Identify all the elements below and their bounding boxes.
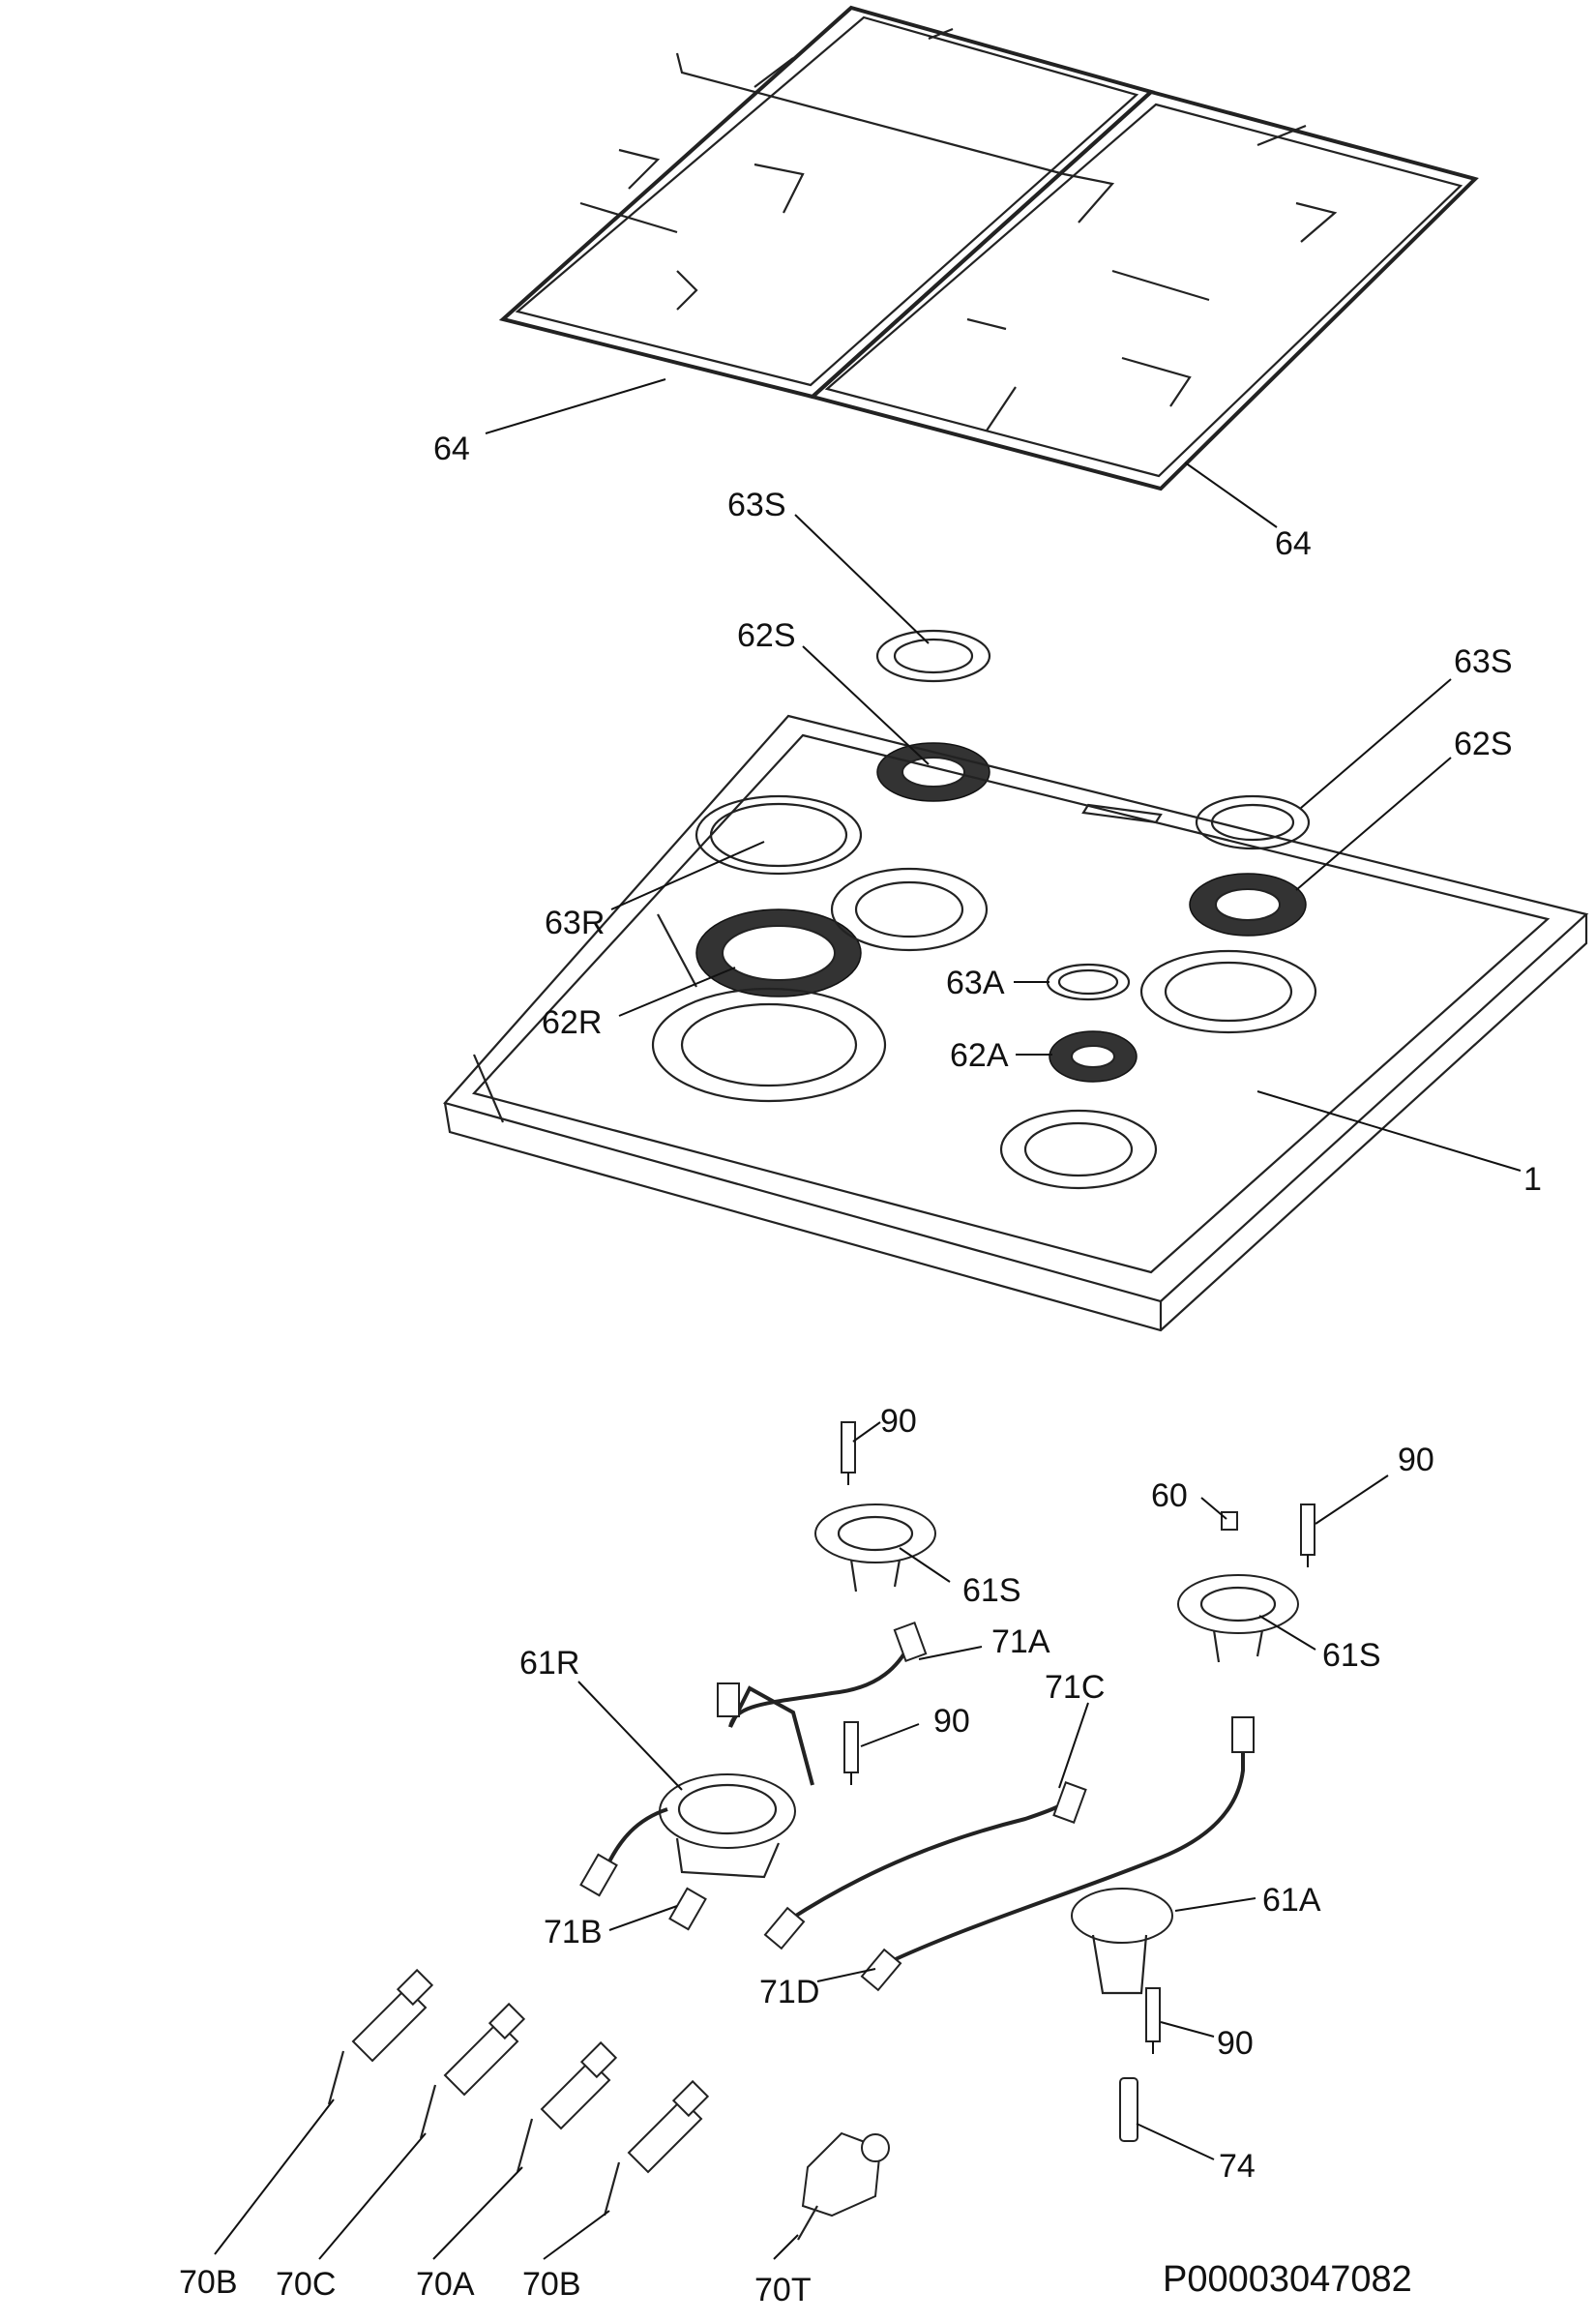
callout-burner-62a: 62A: [950, 1037, 1009, 1074]
burner-62s-right: [1189, 873, 1307, 937]
callout-pan-support-right: 64: [1275, 525, 1312, 562]
callout-base-61s-right: 61S: [1322, 1637, 1381, 1674]
cap-63r: [695, 794, 863, 876]
callout-base-61s-top: 61S: [962, 1572, 1021, 1609]
callout-valve-70b-2: 70B: [522, 2266, 581, 2303]
callout-thermocouple-low: 90: [1217, 2025, 1254, 2062]
nut-60: [1221, 1511, 1238, 1531]
callout-thermocouple-right: 90: [1398, 1442, 1434, 1478]
pipe-71d: [860, 1716, 1255, 1992]
leader-lines: [214, 378, 1522, 2260]
callout-pan-support-left: 64: [433, 431, 470, 467]
callout-pipe-71a: 71A: [991, 1623, 1050, 1660]
burner-base-61s-right: [1177, 1574, 1299, 1663]
callout-cap-63s-right: 63S: [1454, 643, 1513, 680]
callout-cap-63r: 63R: [545, 905, 605, 941]
thermocouple-right: [1300, 1503, 1315, 1567]
part-74: [1119, 2077, 1138, 2142]
burner-base-61r: [659, 1773, 796, 1879]
callout-burner-62r: 62R: [542, 1004, 602, 1041]
callout-valve-70a: 70A: [416, 2266, 475, 2303]
valve-70c: [419, 2002, 526, 2139]
callout-base-61a: 61A: [1262, 1882, 1321, 1919]
callout-cap-63s-top: 63S: [727, 487, 786, 523]
pipe-71a: [728, 1621, 928, 1728]
callout-burner-62s-top: 62S: [737, 617, 796, 654]
burner-62a: [1049, 1030, 1138, 1083]
valve-70b-1: [327, 1968, 434, 2105]
thermocouple-low: [1145, 1987, 1161, 2054]
pipe-71a-feed: [717, 1682, 814, 1786]
valve-70t: [797, 2131, 890, 2241]
cap-63s-top: [875, 629, 991, 683]
callout-valve-70c: 70C: [276, 2266, 336, 2303]
thermocouple-top: [841, 1421, 856, 1485]
callout-cap-63a: 63A: [946, 965, 1005, 1001]
pan-support-left: [498, 5, 1156, 400]
burner-base-61s-top: [814, 1503, 936, 1593]
callout-valve-70b-1: 70B: [179, 2264, 238, 2301]
pipe-71b: [579, 1807, 707, 1931]
callout-pipe-71d: 71D: [759, 1974, 819, 2010]
thermocouple-mid: [843, 1721, 859, 1785]
burner-62s-top: [876, 742, 990, 802]
valve-70b-2: [603, 2079, 710, 2217]
callout-burner-62s-right: 62S: [1454, 726, 1513, 762]
callout-thermocouple-top: 90: [880, 1403, 917, 1440]
pipe-71c: [763, 1781, 1087, 1950]
callout-part-74: 74: [1219, 2148, 1256, 2185]
hob-top: [443, 714, 1589, 1332]
pan-support-right: [808, 89, 1479, 491]
callout-pipe-71b: 71B: [544, 1914, 603, 1950]
drawing-code: P00003047082: [1163, 2259, 1412, 2300]
valve-70a: [516, 2040, 618, 2173]
cap-63s-right: [1195, 794, 1311, 850]
callout-nut-60: 60: [1151, 1477, 1188, 1514]
callout-valve-70t: 70T: [754, 2272, 812, 2308]
callout-thermocouple-mid: 90: [933, 1703, 970, 1740]
burner-base-61a: [1071, 1888, 1173, 1995]
callout-pipe-71c: 71C: [1045, 1669, 1105, 1706]
burner-62r: [695, 908, 862, 997]
callout-hob-top: 1: [1523, 1161, 1542, 1198]
callout-base-61r: 61R: [519, 1645, 579, 1682]
cap-63a: [1046, 963, 1131, 1001]
